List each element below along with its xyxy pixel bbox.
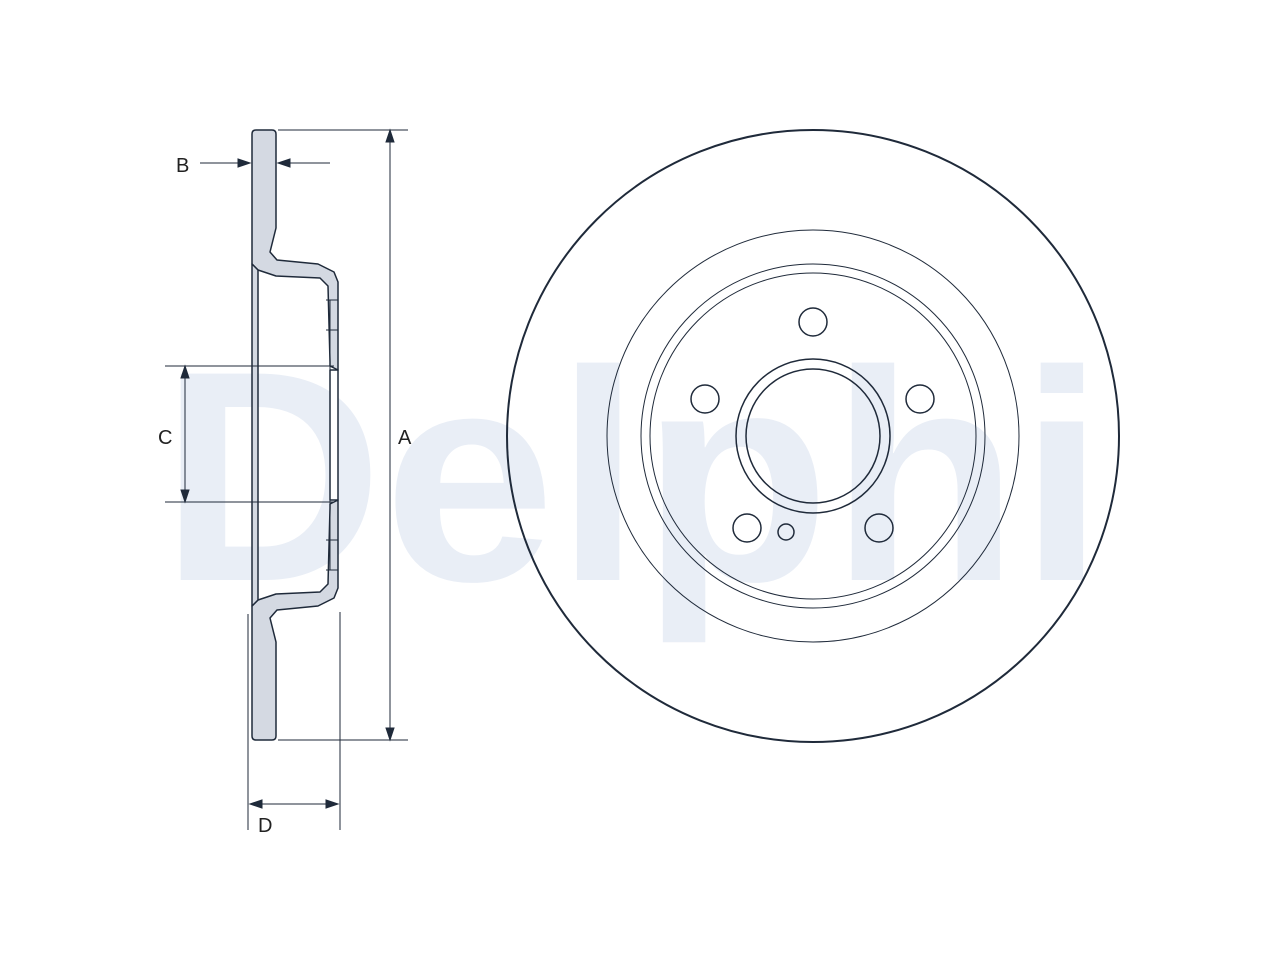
center-bore-inner: [745, 368, 881, 504]
dimension-d: [247, 612, 341, 830]
dimension-c-label: C: [158, 427, 172, 449]
locating-hole: [777, 523, 795, 541]
center-bore-outer: [735, 358, 891, 514]
hub-outer-ring: [640, 263, 986, 609]
bolt-hole-top: [798, 307, 828, 337]
bolt-hole-left: [690, 384, 720, 414]
dimension-b: [200, 158, 330, 168]
bolt-hole-bottom-left: [732, 513, 762, 543]
dimension-b-label: B: [176, 155, 189, 177]
disc-side-details: [251, 264, 338, 606]
dimension-d-label: D: [258, 815, 272, 837]
disc-outer-edge: [506, 129, 1120, 743]
bolt-hole-bottom-right: [864, 513, 894, 543]
dimension-a: [278, 128, 408, 742]
hub-inner-ring: [649, 272, 977, 600]
dimension-a-label: A: [398, 427, 412, 449]
friction-ring-inner: [606, 229, 1020, 643]
bolt-hole-right: [905, 384, 935, 414]
disc-front-view: [506, 129, 1120, 743]
delphi-watermark: Delphi: [160, 308, 1105, 646]
dimension-c: [165, 364, 334, 504]
